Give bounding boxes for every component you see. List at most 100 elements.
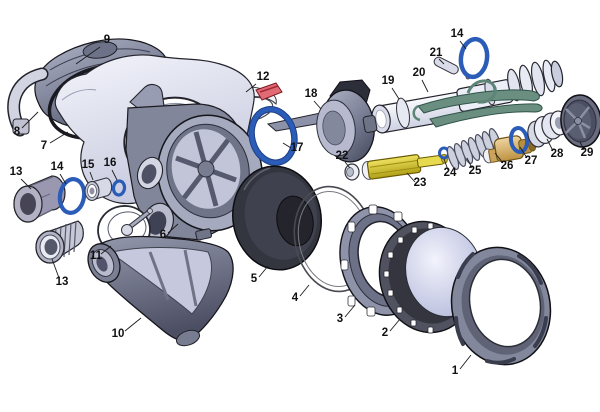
- part-13-threaded-fitting: [35, 220, 84, 264]
- callout-23: 23: [414, 177, 427, 189]
- callout-24: 24: [444, 167, 457, 179]
- leader-21: [438, 58, 445, 65]
- p1-slot-1: [517, 254, 543, 285]
- p12-clip-right-ridge: [259, 85, 279, 93]
- callout-labels: 9 8 7 12 13 14 15 16 13 11 6 10 17 18 19…: [10, 28, 594, 377]
- leader-23: [406, 172, 416, 183]
- p2-hole-4: [387, 251, 394, 259]
- part-23-spindle: [361, 153, 448, 180]
- p2-vent-holes: [383, 222, 434, 334]
- leader-10: [124, 317, 142, 332]
- p11-ball: [121, 224, 133, 236]
- callout-3: 3: [337, 313, 343, 325]
- part-8-retaining-clip: [7, 64, 153, 140]
- part-25-spring: [446, 128, 502, 170]
- leader-27: [519, 146, 528, 159]
- callout-22: 22: [336, 150, 349, 162]
- p6-hub: [197, 160, 215, 178]
- p10-bottom-tab: [175, 329, 201, 347]
- p6-side-port-bore: [141, 164, 157, 184]
- leader-6: [167, 223, 179, 234]
- p17-oring: [249, 107, 297, 165]
- p2-hole-9: [427, 326, 434, 334]
- callout-4: 4: [292, 292, 299, 304]
- p10-strut-2: [183, 249, 198, 307]
- callout-21: 21: [430, 47, 443, 59]
- leader-9: [75, 46, 101, 65]
- callout-28: 28: [551, 148, 564, 160]
- callout-27: 27: [525, 155, 538, 167]
- p5-highlight: [243, 167, 271, 191]
- p2-hole-7: [396, 306, 403, 314]
- leader-20: [421, 79, 429, 93]
- p19-end-cap: [550, 60, 564, 88]
- callout-12: 12: [257, 71, 270, 83]
- p11-tip: [147, 208, 153, 214]
- leader-1: [459, 354, 472, 370]
- p20-loop: [466, 79, 497, 104]
- leader-13b: [51, 258, 60, 279]
- p20-hook: [412, 104, 421, 122]
- leader-5: [258, 265, 269, 278]
- p3-hole-8: [347, 295, 356, 307]
- p3-hole-2: [393, 211, 403, 222]
- p6-lower-port-bore: [147, 211, 167, 235]
- part-22-seat-button: [344, 163, 360, 181]
- part-15-bushing: [84, 177, 113, 201]
- part-13-hex-nut: [13, 175, 66, 223]
- p9-top-vent: [82, 41, 118, 59]
- p19-ridge-3: [530, 61, 546, 97]
- p1-opening: [468, 258, 542, 348]
- part-29-adjust-knob: [560, 94, 600, 148]
- p23-facets: [369, 160, 419, 175]
- leader-17: [282, 142, 292, 149]
- p1-slot-4: [454, 316, 465, 346]
- p15-bore: [89, 187, 95, 195]
- part-16-oring-small: [111, 179, 127, 197]
- p3-hole-9: [340, 259, 349, 271]
- leader-12: [245, 83, 257, 93]
- p1-slot-3: [485, 357, 516, 365]
- part-6-main-body: [125, 83, 264, 242]
- leader-28: [546, 138, 554, 152]
- leader-4: [299, 284, 310, 297]
- p19-collar: [396, 97, 410, 129]
- p1-slot-2: [533, 316, 548, 348]
- callout-13a: 13: [10, 166, 23, 178]
- p2-hole-6: [387, 289, 394, 297]
- part-28-barrel-insert: [527, 110, 569, 148]
- callout-19: 19: [382, 75, 395, 87]
- leader-18: [313, 100, 322, 110]
- p10-tube-bore: [96, 256, 108, 272]
- part-14-oring-left: [57, 177, 87, 215]
- part-17-oring: [248, 106, 298, 166]
- leader-16: [111, 169, 118, 181]
- callout-8: 8: [14, 126, 21, 138]
- part-27-oring: [508, 126, 530, 154]
- p21-pin-body: [433, 56, 459, 75]
- p1-slot-5: [456, 252, 475, 279]
- leader-15: [89, 171, 94, 181]
- p13a-bore: [20, 193, 36, 215]
- p20-lower-prong: [429, 103, 543, 128]
- p2-hole-3: [397, 236, 404, 244]
- leader-3: [344, 304, 356, 318]
- callout-16: 16: [104, 157, 117, 169]
- callout-14b: 14: [451, 28, 464, 40]
- callout-15: 15: [82, 159, 95, 171]
- p8-end-block: [12, 118, 30, 135]
- callout-13b: 13: [56, 276, 69, 288]
- callout-5: 5: [251, 273, 258, 285]
- p22-center: [346, 167, 354, 177]
- leader-25: [466, 157, 473, 169]
- callout-26: 26: [501, 160, 514, 172]
- p7-detail-line: [61, 89, 97, 101]
- p1-slots: [454, 252, 548, 365]
- leader-7: [49, 131, 69, 144]
- part-14-oring-top: [458, 36, 490, 80]
- p13b-bore: [44, 239, 58, 255]
- callout-6: 6: [160, 229, 166, 241]
- callout-9: 9: [104, 34, 110, 46]
- leader-14b: [459, 40, 467, 50]
